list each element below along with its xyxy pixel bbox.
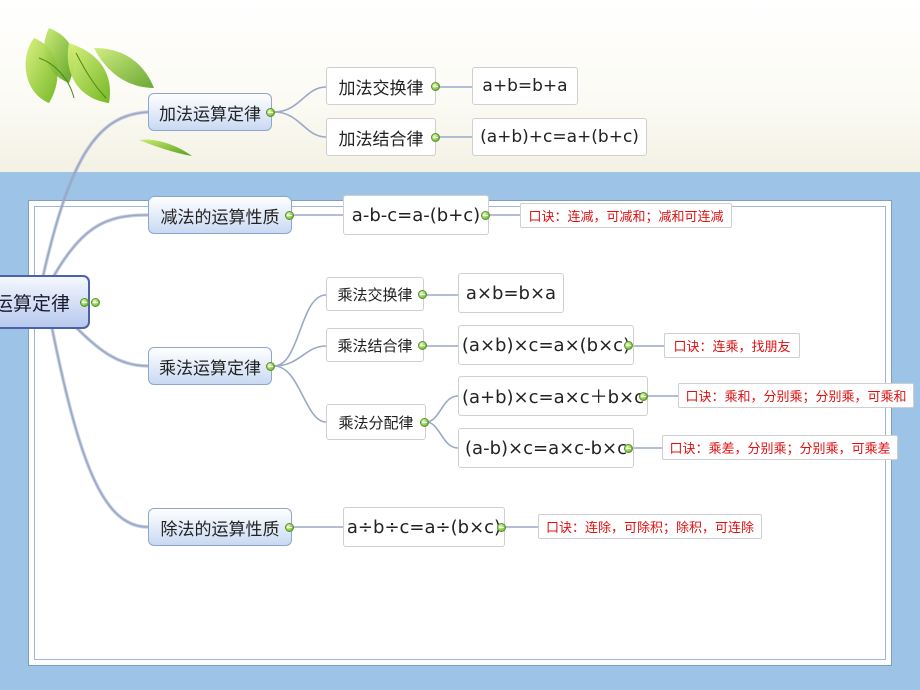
multiplication-label: 乘法运算定律 xyxy=(159,358,261,379)
division-formula[interactable]: a÷b÷c=a÷(b×c) xyxy=(343,507,505,547)
distributive-sum-note-text: 口诀：乘和，分别乘；分别乘，可乘和 xyxy=(685,390,907,405)
leaf-decoration-icon xyxy=(25,28,192,156)
addition-associative-collapse-icon[interactable] xyxy=(431,133,440,142)
addition-collapse-icon[interactable] xyxy=(266,108,275,117)
addition-associative-formula-text: (a+b)+c=a+(b+c) xyxy=(480,127,639,147)
multiplication-associative-label: 乘法结合律 xyxy=(337,336,413,355)
addition-label: 加法运算定律 xyxy=(159,104,261,125)
subtraction-formula-collapse-icon[interactable] xyxy=(481,211,490,220)
multiplication-commutative-collapse-icon[interactable] xyxy=(418,290,427,299)
multiplication-commutative-label: 乘法交换律 xyxy=(337,285,413,304)
multiplication-associative-formula-text: (a×b)×c=a×(b×c) xyxy=(461,334,631,356)
multiplication-associative-note-text: 口诀：连乘，找朋友 xyxy=(673,340,791,355)
addition-commutative-collapse-icon[interactable] xyxy=(431,82,440,91)
multiplication-associative-formula[interactable]: (a×b)×c=a×(b×c) xyxy=(458,325,634,365)
multiplication-associative-collapse-icon[interactable] xyxy=(418,341,427,350)
addition-node[interactable]: 加法运算定律 xyxy=(148,93,272,131)
multiplication-collapse-icon[interactable] xyxy=(266,362,275,371)
addition-commutative-formula[interactable]: a+b=b+a xyxy=(472,67,578,105)
distributive-diff-formula-text: (a-b)×c=a×c-b×c xyxy=(465,437,627,459)
addition-associative-label: 加法结合律 xyxy=(338,129,424,150)
addition-commutative-node[interactable]: 加法交换律 xyxy=(326,67,436,105)
multiplication-commutative-node[interactable]: 乘法交换律 xyxy=(326,277,424,311)
addition-associative-formula[interactable]: (a+b)+c=a+(b+c) xyxy=(472,118,647,156)
multiplication-associative-note[interactable]: 口诀：连乘，找朋友 xyxy=(664,333,800,358)
multiplication-distributive-label: 乘法分配律 xyxy=(338,413,414,432)
subtraction-label: 减法的运算性质 xyxy=(160,207,280,228)
addition-commutative-formula-text: a+b=b+a xyxy=(482,76,568,96)
division-label: 除法的运算性质 xyxy=(160,519,280,540)
distributive-diff-formula[interactable]: (a-b)×c=a×c-b×c xyxy=(458,428,634,468)
distributive-sum-formula-text: (a+b)×c=a×c＋b×c xyxy=(461,387,645,408)
subtraction-formula[interactable]: a-b-c=a-(b+c) xyxy=(343,195,489,235)
root-label: 运算定律 xyxy=(0,292,70,315)
multiplication-commutative-formula[interactable]: a×b=b×a xyxy=(458,273,564,313)
division-collapse-icon[interactable] xyxy=(285,523,294,532)
division-formula-text: a÷b÷c=a÷(b×c) xyxy=(346,516,502,538)
distributive-diff-note[interactable]: 口诀：乘差，分别乘；分别乘，可乘差 xyxy=(662,435,898,460)
multiplication-commutative-formula-text: a×b=b×a xyxy=(465,282,557,304)
multiplication-distributive-collapse-icon[interactable] xyxy=(420,418,429,427)
subtraction-formula-text: a-b-c=a-(b+c) xyxy=(351,204,481,226)
division-formula-collapse-icon[interactable] xyxy=(497,523,506,532)
subtraction-note[interactable]: 口诀：连减，可减和；减和可连减 xyxy=(520,203,732,228)
multiplication-associative-formula-collapse-icon[interactable] xyxy=(624,341,633,350)
link-dist-sum xyxy=(425,395,459,423)
link-multi-associative xyxy=(273,345,327,367)
multiplication-distributive-node[interactable]: 乘法分配律 xyxy=(326,404,426,440)
subtraction-node[interactable]: 减法的运算性质 xyxy=(148,196,292,234)
link-addition-commutative xyxy=(273,86,327,113)
distributive-sum-formula[interactable]: (a+b)×c=a×c＋b×c xyxy=(458,376,648,416)
link-addition-associative xyxy=(273,111,327,138)
link-multi-commutative xyxy=(273,294,327,367)
addition-associative-node[interactable]: 加法结合律 xyxy=(326,118,436,156)
distributive-sum-collapse-icon[interactable] xyxy=(639,392,648,401)
multiplication-associative-node[interactable]: 乘法结合律 xyxy=(326,328,424,362)
subtraction-collapse-icon[interactable] xyxy=(285,211,294,220)
multiplication-node[interactable]: 乘法运算定律 xyxy=(148,347,272,385)
addition-commutative-label: 加法交换律 xyxy=(338,78,424,99)
distributive-diff-collapse-icon[interactable] xyxy=(624,444,633,453)
distributive-diff-note-text: 口诀：乘差，分别乘；分别乘，可乘差 xyxy=(669,442,891,457)
division-note-text: 口诀：连除，可除积；除积，可连除 xyxy=(545,521,754,536)
subtraction-note-text: 口诀：连减，可减和；减和可连减 xyxy=(528,210,724,225)
root-collapse-icon[interactable] xyxy=(80,298,89,307)
division-note[interactable]: 口诀：连除，可除积；除积，可连除 xyxy=(538,514,762,539)
root-expand-icon[interactable] xyxy=(91,298,100,307)
root-node[interactable]: 运算定律 xyxy=(0,275,90,329)
distributive-sum-note[interactable]: 口诀：乘和，分别乘；分别乘，可乘和 xyxy=(678,383,914,408)
link-dist-diff xyxy=(425,421,459,449)
division-node[interactable]: 除法的运算性质 xyxy=(148,508,292,546)
link-multi-distributive xyxy=(273,365,327,423)
